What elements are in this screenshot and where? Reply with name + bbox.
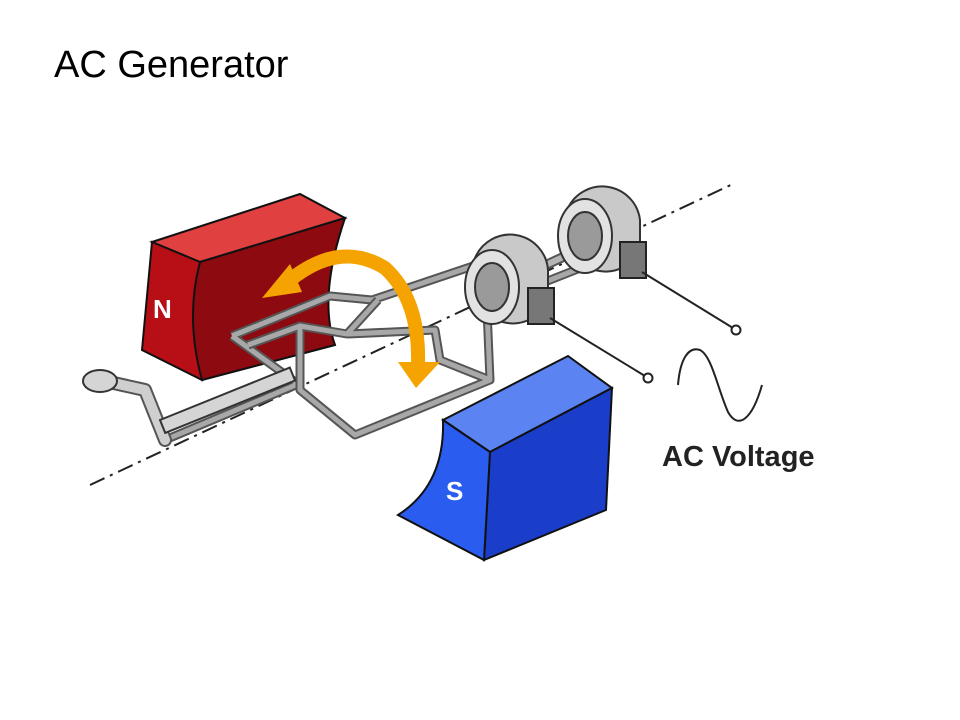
crank-handle [82,369,118,393]
brush-1 [527,287,555,325]
terminal-1 [642,372,654,384]
ac-waveform-icon [677,348,763,422]
north-pole-label: N [153,294,172,324]
armature-coil [163,257,590,445]
hand-crank [82,366,297,447]
north-magnet: N [140,192,348,382]
brush-2 [619,241,647,279]
slip-ring-2 [557,185,742,336]
slip-ring-1 [464,233,654,384]
slide-title: AC Generator [54,44,289,86]
rotation-arrow-icon [262,249,440,388]
south-pole-label: S [446,476,463,506]
terminal-2 [730,324,742,336]
ac-voltage-label: AC Voltage [662,441,815,473]
south-magnet: S [396,354,614,562]
